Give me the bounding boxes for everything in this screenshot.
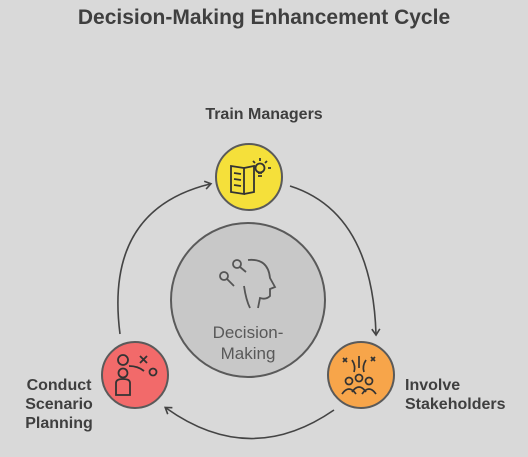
book-lightbulb-icon (230, 158, 271, 196)
arrow-top-to-right (289, 185, 381, 337)
group-celebration-icon (341, 356, 377, 395)
label-train-managers: Train Managers (205, 106, 323, 123)
label-line: Planning (25, 415, 93, 432)
label-conduct-scenario-planning: Conduct Scenario Planning (14, 376, 104, 433)
head-gears-icon (219, 258, 277, 309)
center-label-line: Making (220, 344, 276, 363)
label-line: Involve (405, 377, 461, 394)
label-involve-stakeholders: Involve Stakeholders (405, 376, 525, 414)
center-node-label: Decision- Making (173, 322, 323, 364)
label-line: Stakeholders (405, 396, 506, 413)
strategy-person-icon (115, 354, 158, 396)
arrow-left-to-top (117, 180, 213, 335)
center-node (170, 222, 326, 378)
arrow-right-to-left (164, 406, 335, 440)
node-involve-stakeholders (327, 341, 395, 409)
label-line: Scenario (25, 396, 93, 413)
node-train-managers (215, 143, 283, 211)
diagram-title: Decision-Making Enhancement Cycle (77, 6, 451, 29)
node-conduct-scenario-planning (101, 341, 169, 409)
center-label-line: Decision- (212, 323, 284, 342)
label-line: Conduct (26, 377, 92, 394)
